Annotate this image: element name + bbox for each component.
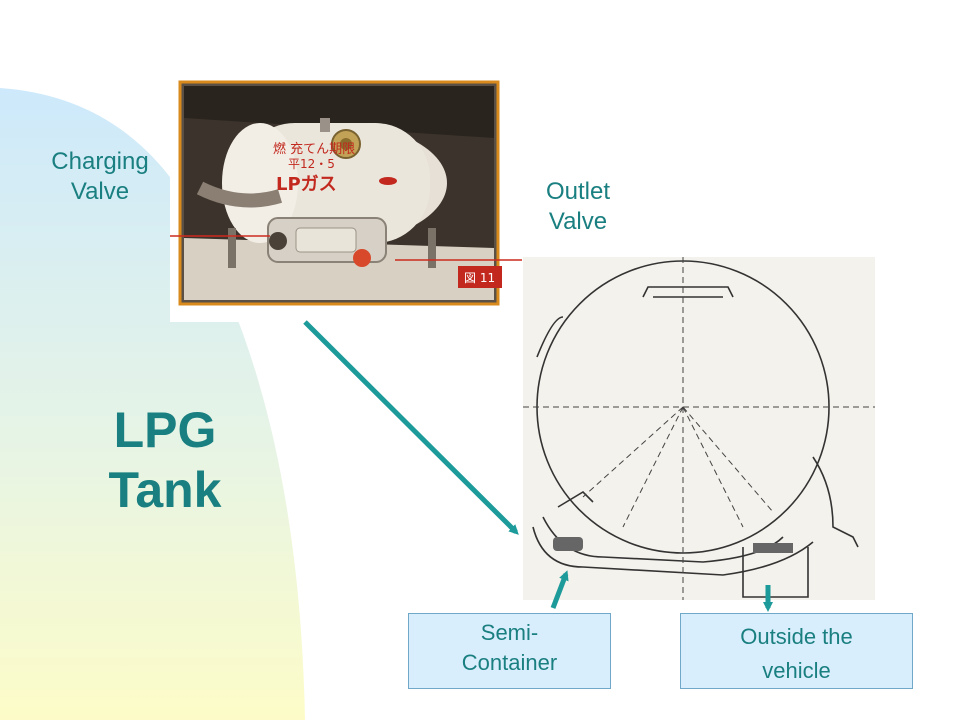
outside-vehicle-callout: Outside the vehicle	[680, 613, 913, 689]
lpg-tank-title: LPG Tank	[108, 402, 222, 518]
tank-marking-line1: 燃 充てん期限	[273, 141, 355, 157]
tank-marking-line3: LPガス	[276, 174, 337, 195]
figure-tag: 図 11	[464, 271, 495, 285]
outlet-valve-label: Outlet Valve	[545, 178, 611, 235]
lpg-tank-photo: 燃 充てん期限 平12・5 LPガス 図 11	[170, 78, 510, 322]
charging-valve-label: Charging Valve	[51, 148, 149, 205]
semi-container-callout: Semi- Container	[408, 613, 611, 689]
tank-cross-section-drawing	[523, 257, 875, 600]
tank-marking-line2: 平12・5	[288, 157, 335, 171]
